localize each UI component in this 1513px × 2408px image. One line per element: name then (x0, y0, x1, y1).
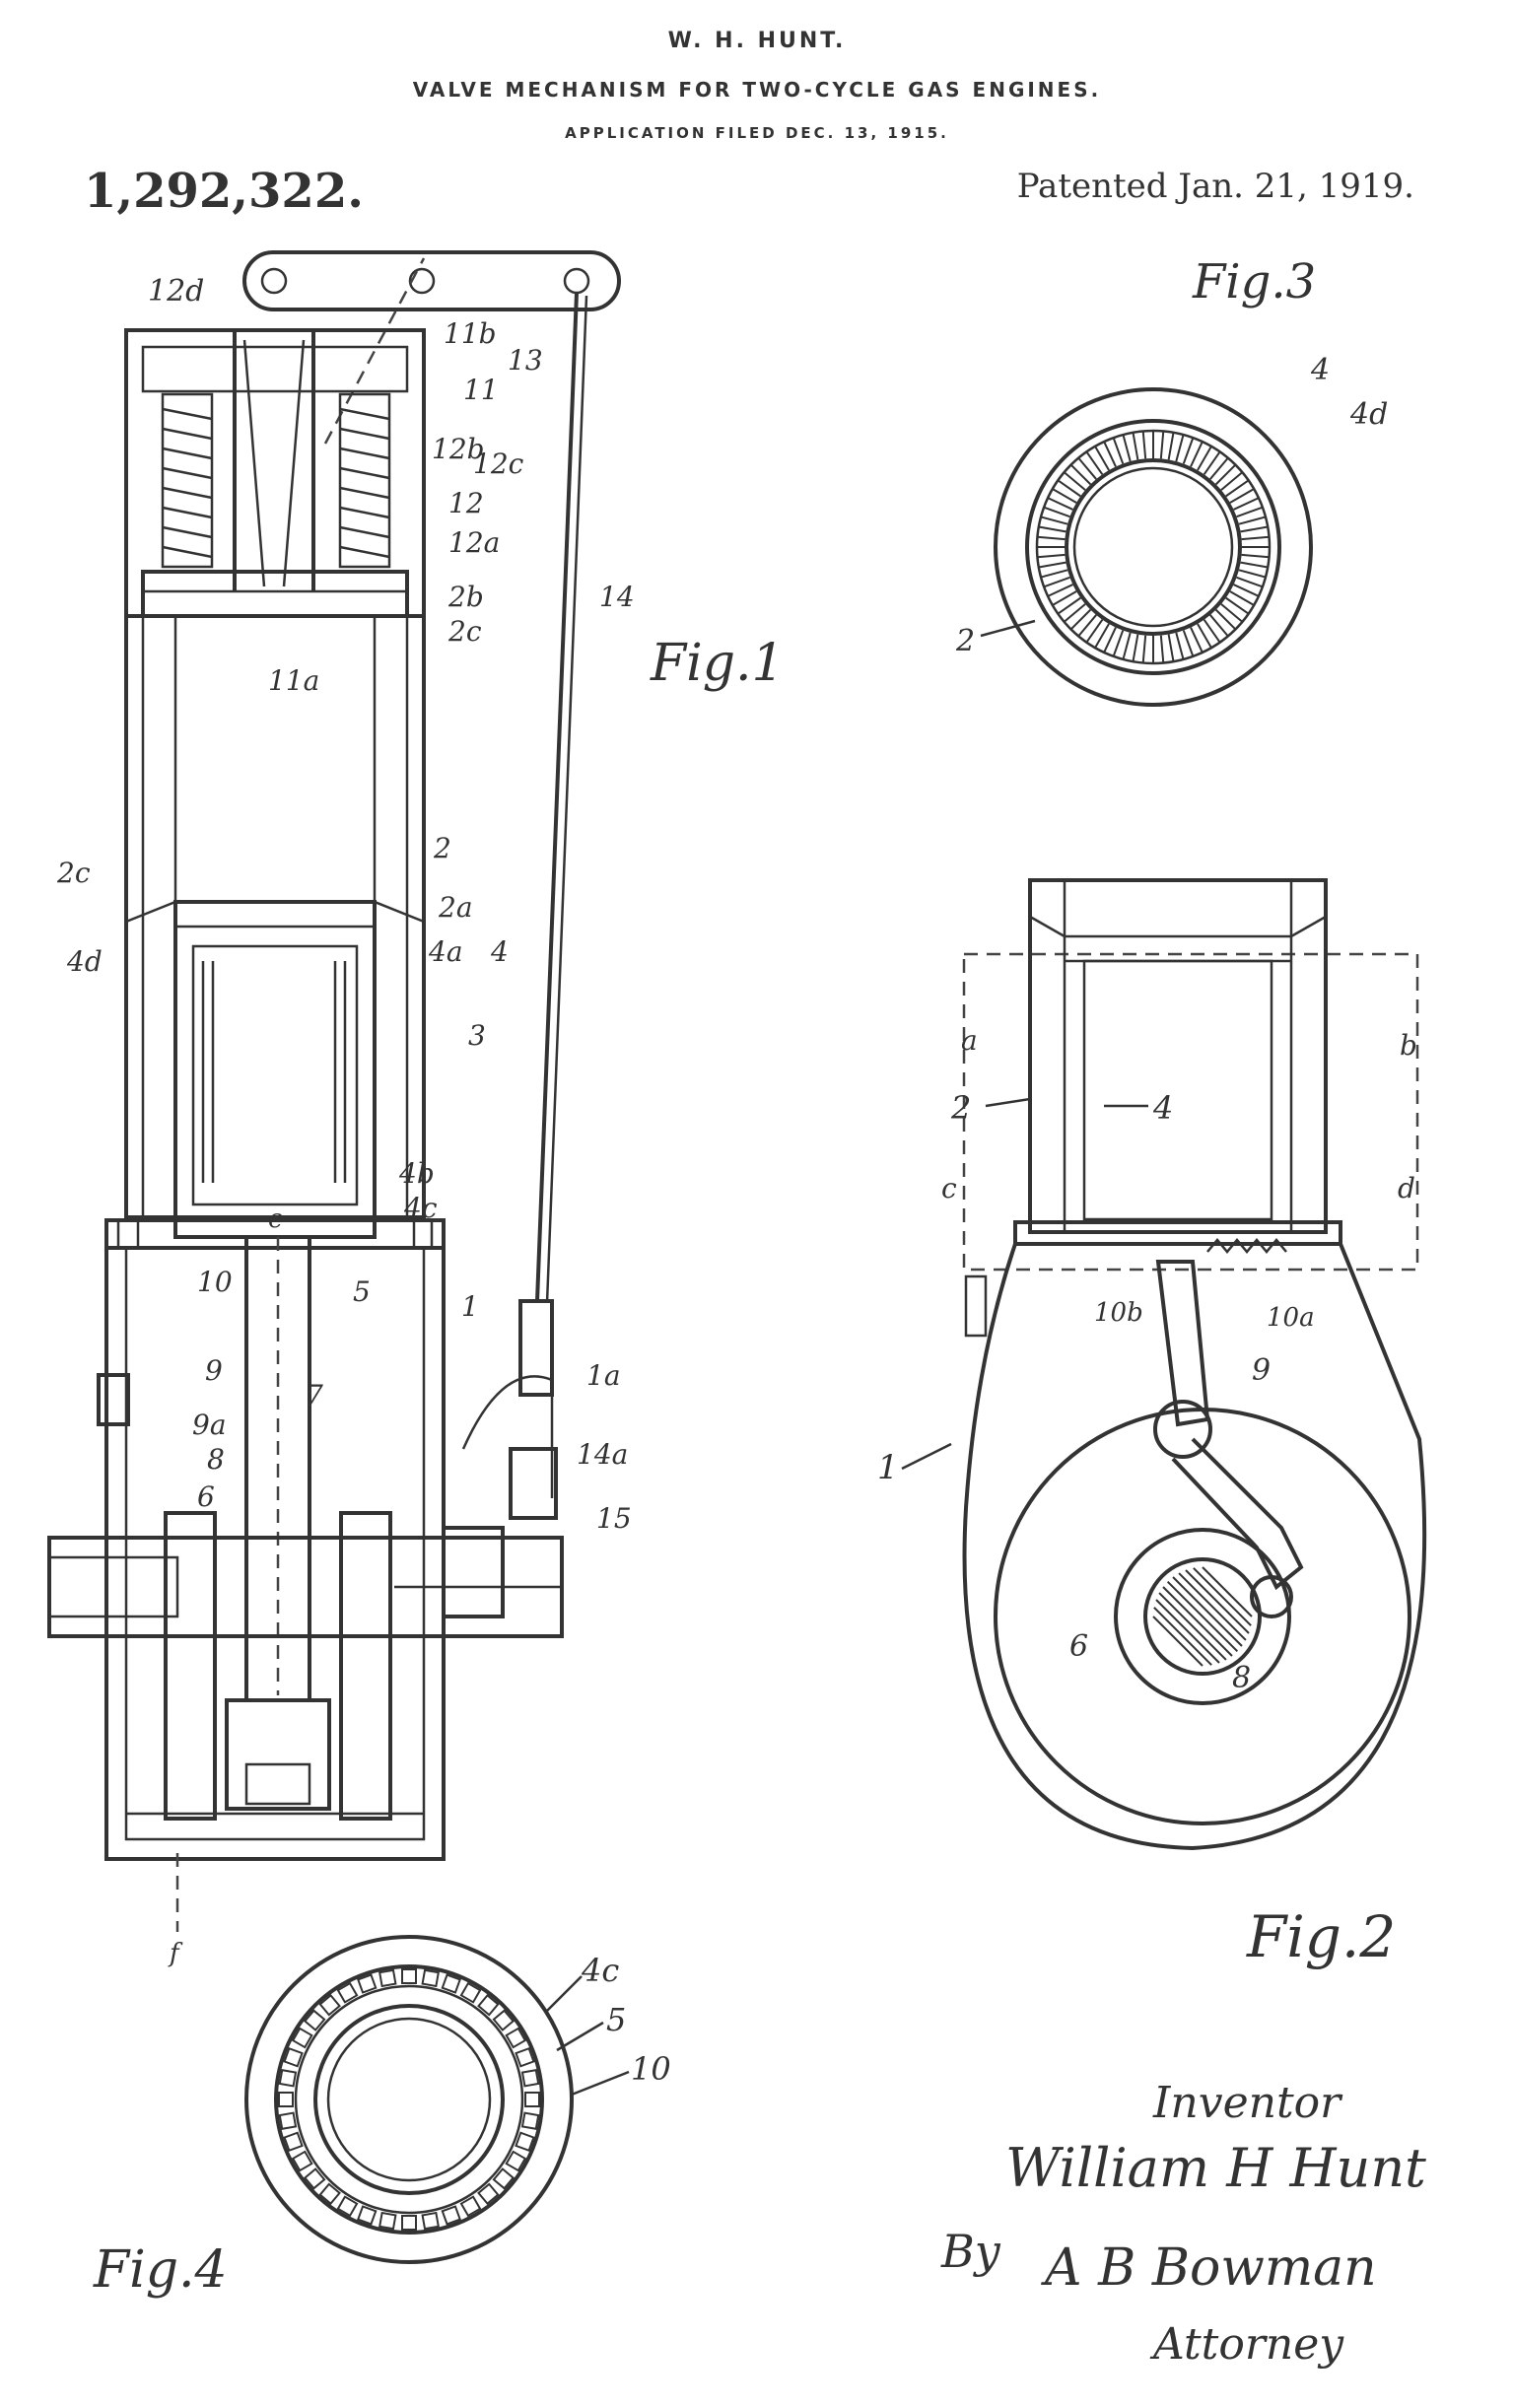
patent-header: W. H. HUNT. VALVE MECHANISM FOR TWO-CYCL… (84, 29, 1414, 219)
patent-title: VALVE MECHANISM FOR TWO-CYCLE GAS ENGINE… (413, 78, 1101, 102)
fig3-label-2: 2 (955, 624, 975, 658)
fig1-label-1: 1 (461, 1290, 479, 1323)
fig1-label-9a: 9a (192, 1409, 227, 1441)
inventor-caption: Inventor (1152, 2078, 1343, 2128)
fig4-caption: Fig.4 (93, 2240, 228, 2300)
fig2-label-c: c (941, 1172, 957, 1204)
fig3-label-4: 4 (1310, 353, 1330, 387)
fig2-label-a: a (961, 1024, 978, 1057)
patent-number: 1,292,322. (84, 164, 364, 219)
fig2-label-1: 1 (877, 1448, 899, 1487)
fig1-label-10: 10 (197, 1266, 233, 1298)
fig3-caption: Fig.3 (1192, 254, 1316, 310)
fig4-labels: 4c 5 10 Fig.4 (93, 1952, 671, 2300)
fig1-label-4b: 4b (398, 1157, 435, 1190)
attorney-caption: Attorney (1149, 2319, 1344, 2370)
fig1-label-15: 15 (596, 1502, 632, 1535)
fig1-label-4d: 4d (66, 945, 103, 978)
fig3-drawing (994, 387, 1313, 707)
fig1-label-4: 4 (490, 935, 509, 968)
fig1-label-4a: 4a (428, 935, 463, 968)
fig1-label-14a: 14a (577, 1438, 628, 1471)
fig1-label-5: 5 (353, 1275, 371, 1308)
fig1-label-2c-top: 2c (447, 615, 482, 648)
fig1-label-2a: 2a (438, 891, 473, 924)
signature-block: Inventor William H Hunt By A B Bowman At… (940, 2078, 1426, 2370)
fig1-label-7: 7 (306, 1379, 323, 1411)
fig1-label-11: 11 (463, 374, 499, 406)
fig1-label-12b: 12b (432, 433, 485, 465)
fig1-label-12d: 12d (148, 274, 204, 309)
patent-date: Patented Jan. 21, 1919. (1017, 167, 1414, 206)
fig2-label-9: 9 (1252, 1353, 1271, 1388)
fig1-caption: Fig.1 (650, 634, 785, 693)
fig2-shaft-hatching (1152, 1566, 1253, 1667)
fig1-label-8: 8 (207, 1443, 225, 1476)
fig1-label-12c: 12c (473, 447, 524, 480)
fig2-label-8: 8 (1232, 1661, 1251, 1695)
fig2-label-10b: 10b (1094, 1298, 1143, 1328)
fig1-labels: 12d 11b 13 11 12b 12c 12 12a 2b 2c 14 11… (56, 274, 785, 1968)
fig3-roller-hatching (1037, 431, 1270, 663)
attorney-name: A B Bowman (1041, 2238, 1377, 2298)
fig1-label-9: 9 (205, 1354, 223, 1387)
fig2-label-6: 6 (1069, 1629, 1088, 1664)
fig1-label-2: 2 (433, 832, 451, 864)
fig1-label-12a: 12a (448, 526, 500, 559)
fig1-label-11a: 11a (268, 664, 319, 697)
fig1-label-2b: 2b (447, 581, 484, 613)
fig1-label-1a: 1a (586, 1359, 621, 1392)
fig1-label-e: e (268, 1204, 283, 1234)
by-label: By (940, 2225, 1001, 2278)
fig2-label-b: b (1400, 1029, 1417, 1062)
fig1-label-12: 12 (448, 487, 484, 519)
fig4-label-10: 10 (631, 2050, 671, 2088)
fig1-label-14: 14 (599, 581, 635, 613)
fig1-label-2c-left: 2c (56, 857, 91, 889)
fig4-label-4c: 4c (581, 1952, 619, 1989)
fig1-label-6: 6 (197, 1480, 215, 1513)
fig1-label-f: f (168, 1939, 183, 1968)
filing-date: APPLICATION FILED DEC. 13, 1915. (565, 124, 949, 142)
fig3-labels: Fig.3 4 4d 2 (955, 254, 1388, 658)
fig2-label-4: 4 (1152, 1089, 1173, 1127)
fig1-label-3: 3 (468, 1019, 486, 1052)
inventor-name: William H Hunt (1005, 2137, 1426, 2199)
fig2-drawing (962, 878, 1427, 1851)
fig4-label-5: 5 (606, 2001, 626, 2038)
fig2-label-d: d (1398, 1172, 1415, 1204)
fig4-drawing (244, 1935, 574, 2264)
fig1-label-4c: 4c (403, 1192, 438, 1224)
inventor-line: W. H. HUNT. (668, 29, 847, 53)
fig2-label-10a: 10a (1267, 1303, 1315, 1333)
fig4-roller-ring (278, 1968, 540, 2231)
fig1-label-13: 13 (508, 344, 543, 377)
fig1-drawing (47, 250, 621, 1932)
fig2-caption: Fig.2 (1246, 1903, 1396, 1970)
fig2-labels: a b 2 4 c d 10b 10a 9 1 6 8 Fig.2 (877, 1024, 1417, 1970)
fig1-label-11b: 11b (444, 317, 497, 350)
fig2-label-2: 2 (950, 1089, 971, 1127)
fig3-label-4d: 4d (1349, 397, 1388, 432)
